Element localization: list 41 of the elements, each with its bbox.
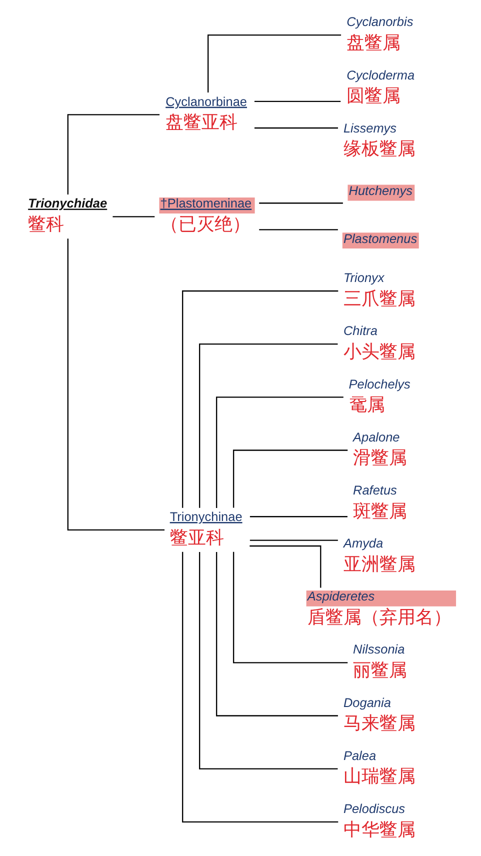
node-box: Hutchemys xyxy=(347,184,414,200)
node-label: 盾鳖属（弃用名） xyxy=(306,606,451,626)
connector xyxy=(249,544,321,588)
node-text: Lissemys 缘板鳖属 xyxy=(342,120,415,158)
node-label: （已灭绝） xyxy=(160,214,250,234)
node-text: Pelodiscus 中华鳖属 xyxy=(342,800,415,839)
connector xyxy=(66,114,160,194)
node-text: Rafetus 斑鳖属 xyxy=(352,482,407,520)
node-box: Plastomenus xyxy=(342,232,418,248)
node-text: Trionychinae 鳖亚科 xyxy=(169,508,242,547)
node-box: Aspideretes xyxy=(306,590,456,606)
connector xyxy=(232,449,348,508)
connector xyxy=(249,539,338,540)
connector xyxy=(66,238,164,530)
connector xyxy=(182,551,338,822)
connector xyxy=(198,551,338,769)
node-text: Palea 山瑞鳖属 xyxy=(342,747,415,786)
connector xyxy=(258,202,342,204)
node-text: Amyda 亚洲鳖属 xyxy=(342,535,415,574)
node-text: Chitra 小头鳖属 xyxy=(342,322,415,361)
connector xyxy=(112,216,154,217)
node-text: Trionychidae 鳖科 xyxy=(28,195,107,234)
connector xyxy=(254,126,338,128)
node-box: †Plastomeninae xyxy=(158,197,254,213)
connector xyxy=(232,551,348,663)
connector xyxy=(258,228,338,230)
node-text: Trionyx 三爪鳖属 xyxy=(342,270,415,308)
connector xyxy=(254,100,340,102)
connector xyxy=(207,34,341,92)
connector xyxy=(215,396,343,508)
connector xyxy=(198,343,338,508)
connector xyxy=(182,290,338,508)
node-text: Pelochelys 鼋属 xyxy=(348,376,410,414)
connector xyxy=(215,551,338,716)
node-text: Dogania 马来鳖属 xyxy=(342,694,415,733)
node-text: Cycloderma 圆鳖属 xyxy=(346,66,414,106)
node-text: Nilssonia 丽鳖属 xyxy=(352,641,407,680)
node-text: Apalone 滑鳖属 xyxy=(352,428,407,468)
connector xyxy=(249,516,347,517)
node-text: Cyclanorbis 盘鳖属 xyxy=(346,14,413,52)
node-text: Cyclanorbinae 盘鳖亚科 xyxy=(165,93,247,132)
